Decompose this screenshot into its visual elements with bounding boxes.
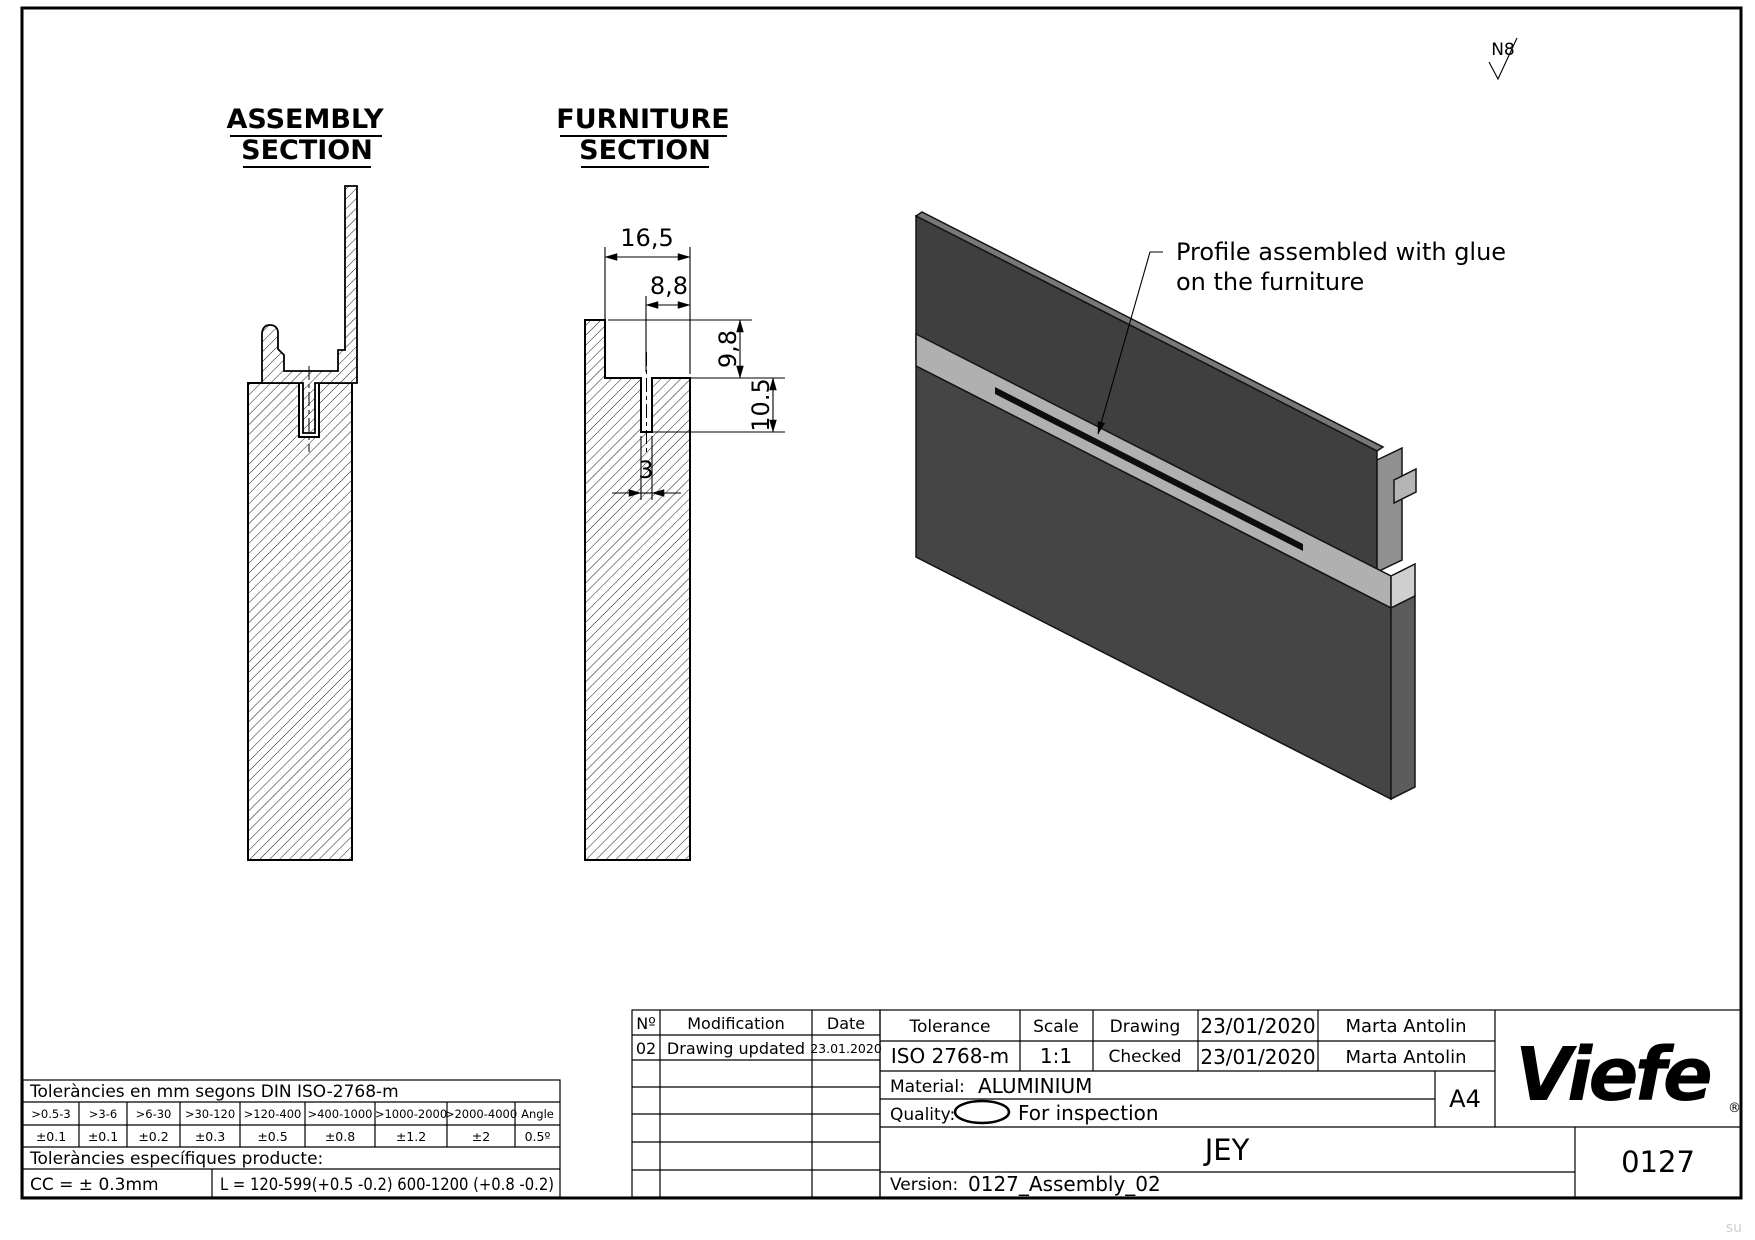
tolerance-table: Toleràncies en mm segons DIN ISO-2768-m …: [22, 1079, 561, 1198]
length-tolerance-value: L = 120-599(+0.5 -0.2) 600-1200 (+0.8 -0…: [220, 1175, 554, 1195]
scale-label: Scale: [1033, 1017, 1079, 1037]
range-col-8: >2000-4000: [445, 1107, 517, 1121]
assembly-board-section: [247, 382, 353, 861]
drawing-label: Drawing: [1110, 1017, 1181, 1037]
dimension-rebate-depth: 9,8: [608, 319, 752, 379]
checked-date: 23/01/2020: [1200, 1045, 1315, 1069]
tolerance-label: Tolerance: [908, 1017, 990, 1037]
registered-mark: ®: [1728, 1101, 1741, 1116]
mod-row-no: 02: [636, 1039, 656, 1058]
range-col-1: >0.5-3: [31, 1107, 70, 1121]
annotation-leader-line: [1097, 251, 1163, 435]
surface-finish-symbol: N8: [1488, 37, 1518, 81]
tol-val-9: 0.5º: [525, 1129, 551, 1144]
material-label: Material:: [890, 1077, 965, 1097]
dimension-overall-width: 16,5: [604, 224, 691, 374]
annotation-line1: Profile assembled with glue: [1176, 238, 1506, 266]
range-col-6: >400-1000: [307, 1107, 372, 1121]
watermark-text: su: [1726, 1220, 1742, 1236]
drawing-author: Marta Antolin: [1346, 1016, 1467, 1037]
quality-label: Quality:: [890, 1105, 955, 1125]
material-value: ALUMINIUM: [978, 1074, 1092, 1098]
mod-header-no: Nº: [636, 1014, 656, 1033]
product-name: JEY: [1203, 1133, 1250, 1167]
dim-label-10-5: 10.5: [747, 378, 775, 431]
dimension-groove-width: 3: [612, 436, 681, 500]
brand-logo: Viefe: [1515, 1032, 1711, 1118]
view-headings: ASSEMBLY SECTION FURNITURE SECTION: [226, 104, 730, 168]
annotation-line2: on the furniture: [1176, 268, 1364, 296]
furniture-section-title-line1: FURNITURE: [556, 104, 729, 135]
dimension-groove-depth: 10.5: [652, 377, 785, 433]
tol-val-4: ±0.3: [195, 1129, 225, 1144]
range-col-3: >6-30: [136, 1107, 172, 1121]
assembly-profile-section: [261, 185, 358, 434]
checked-author: Marta Antolin: [1346, 1047, 1467, 1068]
furniture-board-section: [584, 319, 691, 861]
iso-front-panel-end-face: [1390, 594, 1416, 801]
mod-row-date: 23.01.2020: [810, 1041, 882, 1056]
isometric-view: Profile assembled with glue on the furni…: [914, 211, 1506, 801]
dim-label-9-8: 9,8: [714, 330, 742, 368]
tol-val-8: ±2: [472, 1129, 490, 1144]
range-col-2: >3-6: [89, 1107, 117, 1121]
version-value: 0127_Assembly_02: [968, 1172, 1161, 1196]
assembly-section-title-line1: ASSEMBLY: [226, 104, 383, 135]
assembly-section-view: [247, 185, 358, 861]
furniture-section-view: 16,5 8,8 9,8 10.5 3: [584, 224, 785, 861]
range-col-4: >30-120: [185, 1107, 235, 1121]
drawing-code: 0127: [1621, 1145, 1695, 1179]
quality-value: For inspection: [1018, 1101, 1159, 1125]
furniture-section-title-line2: SECTION: [579, 135, 711, 166]
mod-row-description: Drawing updated: [667, 1039, 805, 1058]
tolerance-table-title: Toleràncies en mm segons DIN ISO-2768-m: [29, 1082, 399, 1102]
tol-val-7: ±1.2: [396, 1129, 426, 1144]
dimension-inner-width: 8,8: [645, 272, 691, 372]
cc-tolerance-value: CC = ± 0.3mm: [30, 1175, 159, 1195]
dim-label-3: 3: [638, 456, 653, 484]
tol-val-1: ±0.1: [36, 1129, 66, 1144]
specific-tolerance-title: Toleràncies específiques producte:: [29, 1149, 323, 1169]
iso-profile-hook-end: [1393, 467, 1417, 505]
checked-label: Checked: [1109, 1047, 1182, 1067]
range-col-5: >120-400: [244, 1107, 302, 1121]
range-col-9: Angle: [521, 1107, 554, 1121]
assembly-section-title-line2: SECTION: [241, 135, 373, 166]
quality-stamp-oval-icon: [953, 1099, 1011, 1125]
tol-val-5: ±0.5: [257, 1129, 287, 1144]
iso-profile-flange-end: [1376, 446, 1403, 574]
paper-size: A4: [1449, 1085, 1481, 1113]
iso-profile-groove: [995, 387, 1303, 551]
mod-header-modification: Modification: [687, 1014, 785, 1033]
version-label: Version:: [890, 1175, 958, 1195]
scale-value: 1:1: [1040, 1044, 1072, 1068]
tol-val-3: ±0.2: [138, 1129, 168, 1144]
title-block: Tolerance Scale Drawing 23/01/2020 Marta…: [879, 1009, 1742, 1198]
sheet-border: [20, 6, 1743, 1200]
tol-val-6: ±0.8: [325, 1129, 355, 1144]
tolerance-standard: ISO 2768-m: [891, 1044, 1009, 1068]
modification-table: Nº Modification Date 02 Drawing updated …: [631, 1009, 882, 1198]
dim-label-8-8: 8,8: [650, 272, 688, 300]
dim-label-16-5: 16,5: [620, 224, 673, 252]
range-col-7: >1000-2000: [375, 1107, 447, 1121]
tol-val-2: ±0.1: [88, 1129, 118, 1144]
drawing-date: 23/01/2020: [1200, 1014, 1315, 1038]
mod-header-date: Date: [827, 1014, 865, 1033]
roughness-check-icon: [1488, 37, 1518, 81]
